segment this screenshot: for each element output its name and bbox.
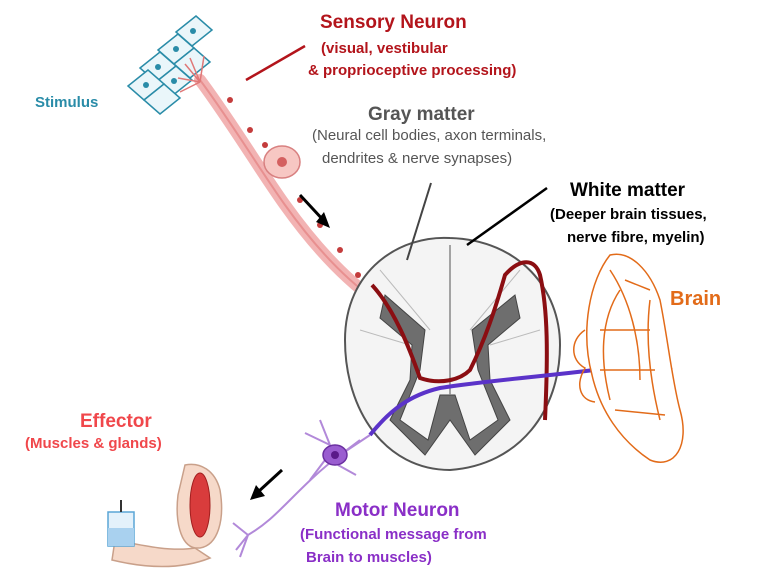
- motor-neuron-title: Motor Neuron: [335, 500, 460, 521]
- gray-matter-title: Gray matter: [368, 104, 475, 125]
- white-matter-callout-line: [466, 186, 548, 247]
- motor-neuron-subtitle-2: Brain to muscles): [306, 549, 432, 566]
- gray-matter-subtitle-1: (Neural cell bodies, axon terminals,: [312, 127, 547, 144]
- stimulus-cells-icon: [126, 15, 214, 115]
- motor-arrowhead: [250, 485, 265, 500]
- effector-title: Effector: [80, 411, 152, 432]
- sensory-arrowhead: [316, 212, 330, 228]
- motor-neuron-subtitle-1: (Functional message from: [300, 526, 487, 543]
- brain-label: Brain: [670, 288, 722, 310]
- sensory-neuron-icon: [177, 55, 381, 306]
- arm-muscle-icon: [111, 463, 223, 568]
- sensory-neuron-title: Sensory Neuron: [320, 12, 467, 33]
- white-matter-subtitle-2: nerve fibre, myelin): [567, 229, 705, 246]
- white-matter-title: White matter: [570, 180, 686, 201]
- water-glass-icon: [107, 500, 135, 547]
- effector-subtitle: (Muscles & glands): [25, 435, 162, 452]
- sensory-neuron-subtitle-2: & proprioceptive processing): [308, 62, 517, 79]
- sensory-pathway-line: [370, 260, 549, 421]
- spinal-cord-cross-section-icon: [343, 236, 562, 472]
- motor-nucleus: [331, 451, 339, 459]
- motor-arrow: [256, 468, 284, 494]
- brain-icon: [573, 253, 684, 463]
- sensory-callout-line: [245, 44, 306, 82]
- gray-matter-callout-line: [406, 182, 432, 261]
- motor-neuron-icon: [232, 419, 371, 558]
- sensory-neuron-subtitle-1: (visual, vestibular: [321, 40, 448, 57]
- gray-matter-subtitle-2: dendrites & nerve synapses): [322, 150, 513, 167]
- white-matter-subtitle-1: (Deeper brain tissues,: [550, 206, 707, 223]
- stimulus-label: Stimulus: [35, 94, 99, 111]
